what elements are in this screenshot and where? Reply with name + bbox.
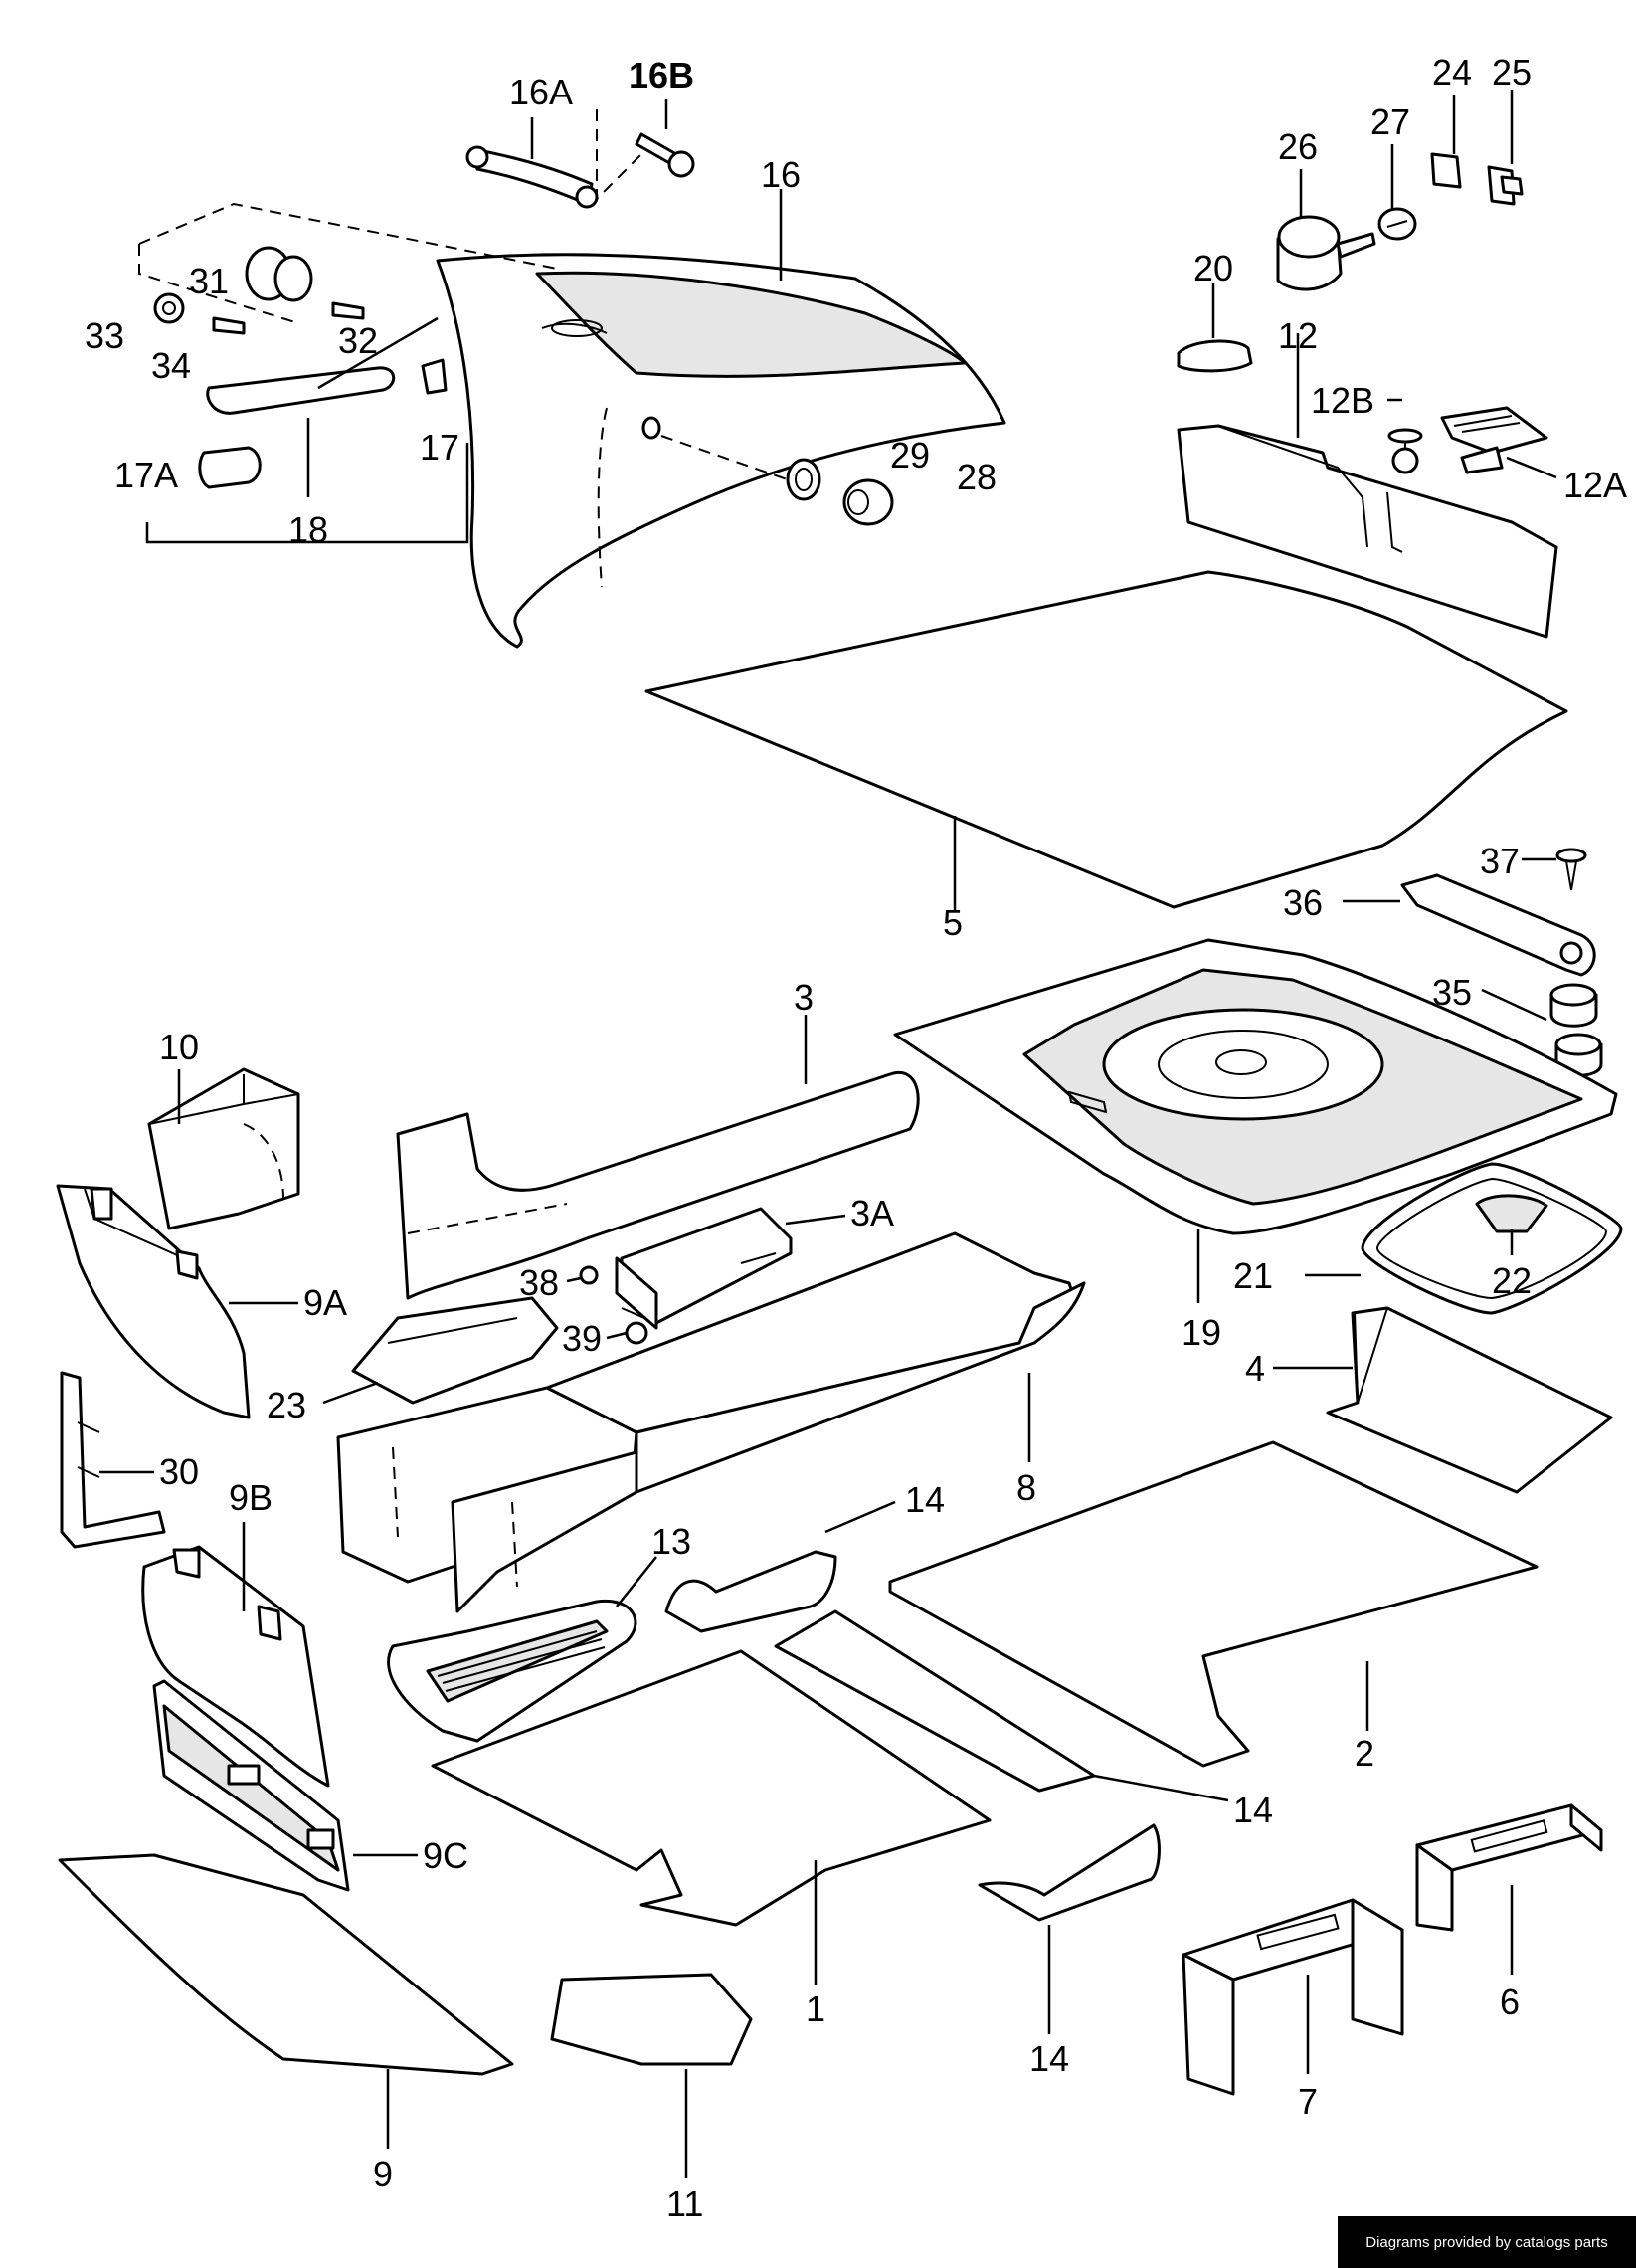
bracket-7 bbox=[1182, 1898, 1404, 2096]
label-4: 4 bbox=[1245, 1348, 1265, 1389]
label-9: 9 bbox=[373, 2154, 393, 2194]
label-38: 38 bbox=[519, 1262, 559, 1303]
clip-25 bbox=[1487, 90, 1524, 206]
label-2: 2 bbox=[1355, 1733, 1374, 1774]
panel-9b bbox=[141, 1522, 330, 1788]
label-22: 22 bbox=[1492, 1260, 1532, 1301]
label-9a: 9A bbox=[303, 1282, 347, 1323]
label-13: 13 bbox=[651, 1521, 691, 1562]
label-35: 35 bbox=[1432, 972, 1472, 1013]
label-32: 32 bbox=[338, 320, 378, 361]
screw-37 bbox=[1522, 848, 1587, 891]
bracket-10 bbox=[147, 1067, 300, 1230]
quarter-trim-panel-16 bbox=[436, 253, 1006, 649]
label-36: 36 bbox=[1283, 882, 1323, 923]
label-28: 28 bbox=[957, 457, 997, 497]
piece-11 bbox=[550, 1973, 753, 2178]
latch-12a bbox=[1440, 406, 1557, 479]
label-7: 7 bbox=[1298, 2081, 1318, 2122]
label-14b: 14 bbox=[1233, 1790, 1273, 1830]
label-26: 26 bbox=[1278, 126, 1318, 167]
floor-mat-5 bbox=[644, 570, 1568, 910]
bracket-24 bbox=[1430, 94, 1462, 189]
label-12b: 12B bbox=[1311, 380, 1374, 421]
label-9b: 9B bbox=[229, 1477, 273, 1518]
label-21: 21 bbox=[1233, 1255, 1273, 1296]
strap-36 bbox=[1343, 873, 1596, 977]
panel-14-lower bbox=[978, 1823, 1161, 2034]
label-5: 5 bbox=[943, 902, 963, 943]
clip-27 bbox=[1377, 144, 1417, 241]
label-9c: 9C bbox=[423, 1835, 468, 1876]
label-16b: 16B bbox=[629, 55, 694, 95]
grommet-29 bbox=[786, 458, 894, 526]
label-20: 20 bbox=[1193, 248, 1233, 288]
label-3a: 3A bbox=[850, 1193, 894, 1233]
label-31: 31 bbox=[189, 261, 229, 301]
label-10: 10 bbox=[159, 1027, 199, 1067]
label-19: 19 bbox=[1182, 1312, 1221, 1353]
label-16a: 16A bbox=[509, 72, 573, 112]
cap-26 bbox=[1276, 169, 1376, 291]
side-trim-3 bbox=[396, 1015, 920, 1300]
label-14a: 14 bbox=[905, 1479, 945, 1520]
knob-group-31 bbox=[138, 202, 558, 335]
label-18: 18 bbox=[288, 509, 328, 550]
label-11: 11 bbox=[666, 2183, 703, 2224]
label-14c: 14 bbox=[1029, 2038, 1069, 2079]
panel-14-upper bbox=[664, 1500, 896, 1633]
label-34: 34 bbox=[151, 345, 191, 386]
bracket-4 bbox=[1273, 1306, 1613, 1494]
tunnel-8 bbox=[336, 1231, 1086, 1613]
label-23: 23 bbox=[267, 1385, 306, 1425]
box-3a bbox=[615, 1207, 846, 1330]
label-12: 12 bbox=[1278, 315, 1318, 356]
screw-12b bbox=[1387, 398, 1423, 474]
bracket-30 bbox=[60, 1371, 166, 1549]
spare-well-19 bbox=[893, 938, 1618, 1303]
label-3: 3 bbox=[794, 977, 814, 1018]
screw-16b bbox=[596, 99, 695, 202]
label-27: 27 bbox=[1370, 101, 1410, 142]
grab-handle-18 bbox=[145, 316, 469, 544]
strip-14-middle bbox=[774, 1609, 1229, 1802]
clip-38 bbox=[566, 1265, 599, 1285]
panel-9 bbox=[58, 1853, 514, 2149]
panel-9c bbox=[152, 1679, 418, 1892]
label-12a: 12A bbox=[1563, 465, 1627, 505]
label-25: 25 bbox=[1492, 52, 1532, 93]
floor-mat-1 bbox=[431, 1649, 992, 1984]
bracket-6 bbox=[1415, 1803, 1603, 1975]
label-17a: 17A bbox=[114, 455, 178, 495]
label-29: 29 bbox=[890, 435, 930, 475]
panel-9a bbox=[56, 1184, 298, 1419]
bezel-23 bbox=[322, 1296, 559, 1405]
rear-panel-12 bbox=[1177, 333, 1558, 639]
cover-20 bbox=[1177, 284, 1253, 373]
label-30: 30 bbox=[159, 1451, 199, 1492]
bezel-13 bbox=[387, 1556, 657, 1743]
label-8: 8 bbox=[1016, 1467, 1036, 1508]
label-39: 39 bbox=[562, 1318, 602, 1359]
label-33: 33 bbox=[85, 315, 124, 356]
label-37: 37 bbox=[1480, 841, 1520, 881]
label-16: 16 bbox=[761, 154, 801, 195]
gasket-21 bbox=[1305, 1162, 1623, 1315]
credit-banner: Diagrams provided by catalogs parts bbox=[1338, 2216, 1636, 2268]
floor-mat-2 bbox=[888, 1440, 1539, 1768]
label-6: 6 bbox=[1500, 1982, 1520, 2022]
grab-handle-16a bbox=[465, 117, 599, 209]
label-17: 17 bbox=[420, 427, 459, 468]
label-1: 1 bbox=[806, 1988, 825, 2029]
clip-39 bbox=[606, 1307, 648, 1345]
label-24: 24 bbox=[1432, 52, 1472, 93]
